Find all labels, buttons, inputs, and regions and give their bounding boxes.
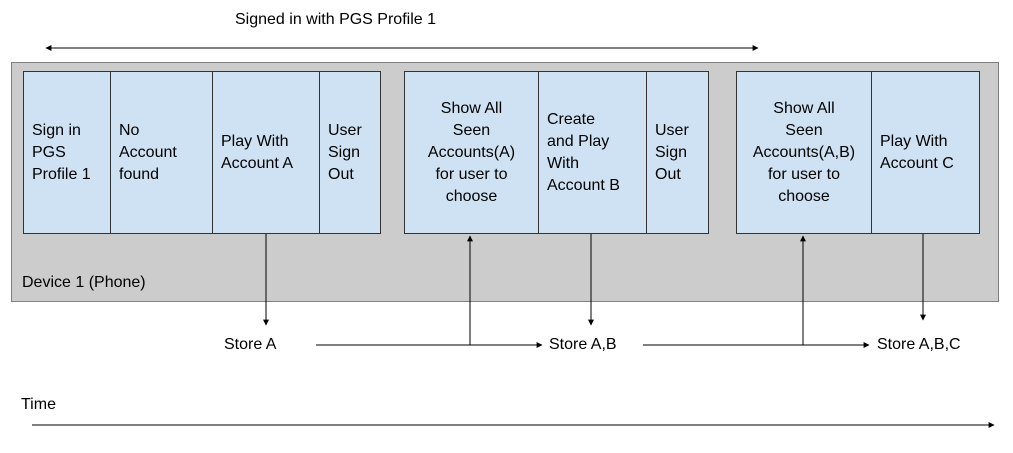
time-label: Time bbox=[21, 396, 56, 413]
step-play-account-a: Play With Account A bbox=[212, 72, 319, 233]
step-play-account-c: Play With Account C bbox=[871, 72, 979, 233]
step-play-account-c-text: Play With Account C bbox=[880, 132, 954, 172]
step-sign-in: Sign in PGS Profile 1 bbox=[24, 72, 110, 233]
store-abc-label: Store A,B,C bbox=[877, 336, 961, 353]
step-sign-out-1-text: User Sign Out bbox=[328, 121, 362, 183]
store-a-label: Store A bbox=[224, 336, 277, 353]
step-no-account: No Account found bbox=[110, 72, 212, 233]
step-show-accounts-a: Show All Seen Accounts(A) for user to ch… bbox=[405, 72, 538, 233]
step-sign-out-2: User Sign Out bbox=[646, 72, 708, 233]
signed-in-label: Signed in with PGS Profile 1 bbox=[235, 11, 436, 28]
step-show-accounts-ab-text: Show All Seen Accounts(A,B) for user to … bbox=[752, 99, 856, 205]
store-ab-label: Store A,B bbox=[549, 336, 617, 353]
step-show-accounts-ab: Show All Seen Accounts(A,B) for user to … bbox=[737, 72, 871, 233]
step-play-account-a-text: Play With Account A bbox=[221, 132, 294, 172]
step-sign-in-text: Sign in PGS Profile 1 bbox=[32, 121, 91, 183]
step-show-accounts-a-text: Show All Seen Accounts(A) for user to ch… bbox=[427, 99, 516, 205]
device-container: Sign in PGS Profile 1 No Account found P… bbox=[11, 62, 999, 302]
step-create-account-b-text: Create and Play With Account B bbox=[547, 110, 620, 194]
step-group-2: Show All Seen Accounts(A) for user to ch… bbox=[404, 71, 709, 234]
step-create-account-b: Create and Play With Account B bbox=[538, 72, 646, 233]
step-group-3: Show All Seen Accounts(A,B) for user to … bbox=[736, 71, 980, 234]
step-group-1: Sign in PGS Profile 1 No Account found P… bbox=[23, 71, 381, 234]
step-sign-out-1: User Sign Out bbox=[319, 72, 380, 233]
device-label: Device 1 (Phone) bbox=[22, 274, 146, 291]
step-sign-out-2-text: User Sign Out bbox=[655, 121, 689, 183]
step-no-account-text: No Account found bbox=[119, 121, 177, 183]
